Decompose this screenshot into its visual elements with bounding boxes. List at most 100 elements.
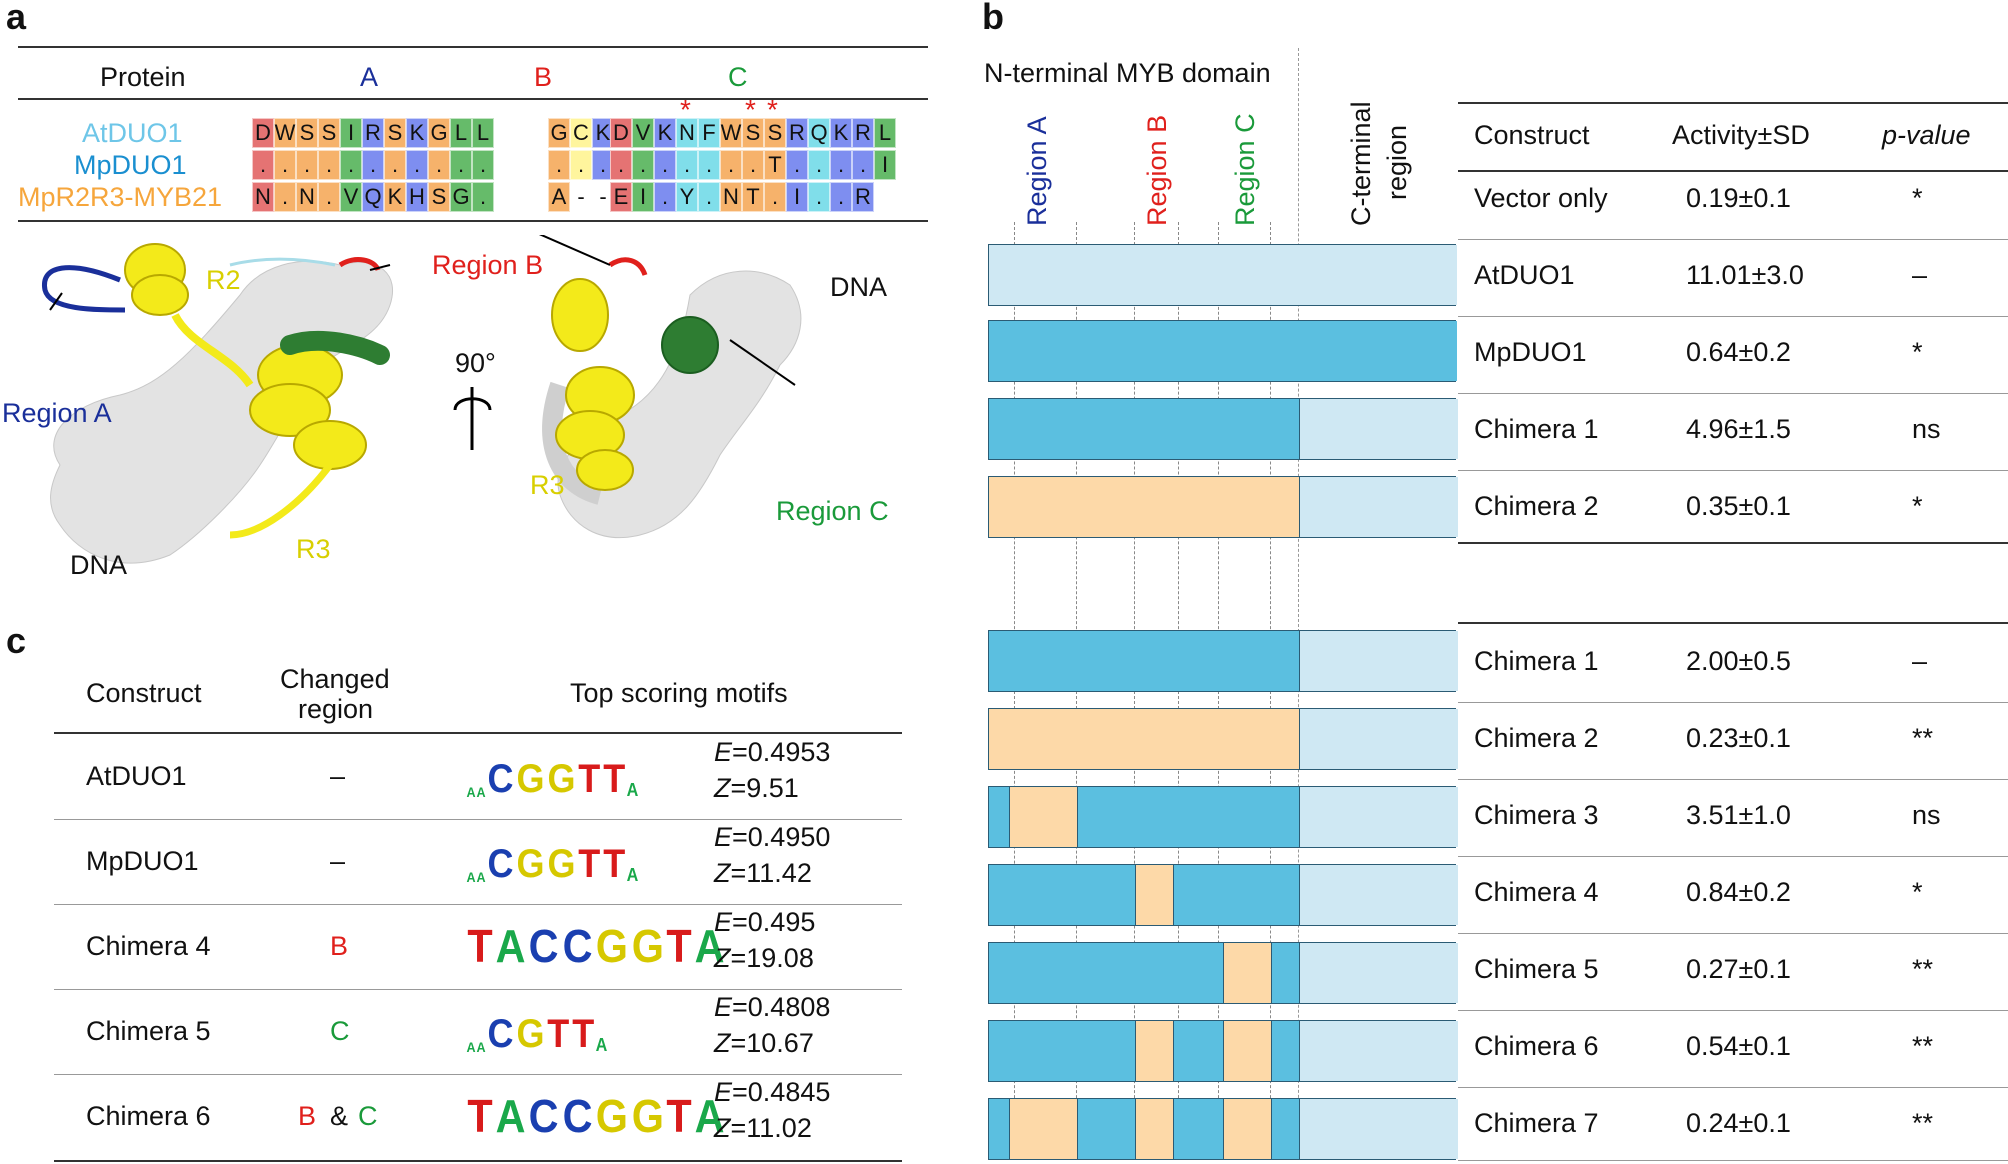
c-rule-top: [54, 732, 902, 734]
p-value: *: [1912, 491, 1923, 521]
p-value: *: [1912, 183, 1923, 213]
construct-name: Chimera 6: [86, 1101, 211, 1131]
alignment-residue: Y: [676, 182, 698, 212]
alignment-residue: Q: [362, 182, 384, 212]
logo-letter: G: [547, 842, 576, 886]
e-value: E=0.4953: [714, 737, 831, 767]
alignment-residue: .: [698, 150, 720, 180]
group-separator: [1458, 542, 2008, 544]
activity-value: 0.64±0.2: [1686, 337, 1791, 367]
construct-bar: [988, 1098, 1458, 1160]
construct-name: Chimera 1: [1474, 646, 1599, 676]
alignment-residue: .: [318, 182, 340, 212]
p-value: **: [1912, 723, 1934, 753]
p-value: **: [1912, 1031, 1934, 1061]
alignment-residue: Q: [808, 118, 830, 148]
logo-letter: A: [695, 1090, 726, 1142]
row-divider: [1458, 1160, 2008, 1161]
activity-value: 0.84±0.2: [1686, 877, 1791, 907]
star-marker-3: *: [767, 94, 778, 125]
bar-segment: [1077, 1099, 1136, 1159]
construct-name: Chimera 2: [1474, 723, 1599, 753]
header-region-b: B: [534, 62, 553, 92]
alignment-residue: .: [808, 150, 830, 180]
alignment-residue: W: [274, 118, 296, 148]
alignment-residue: .: [252, 150, 274, 180]
bar-segment: [989, 943, 1223, 1003]
alignment-residue: .: [830, 182, 852, 212]
bar-segment: [1299, 943, 1458, 1003]
alignment-residue: N: [252, 182, 274, 212]
alignment-residue: I: [874, 150, 896, 180]
bar-segment: [989, 477, 1299, 537]
protein-name-mpduo1: MpDUO1: [74, 150, 187, 180]
region-a-label: Region A: [1022, 116, 1052, 226]
changed-region: –: [330, 761, 346, 791]
bar-segment: [989, 1021, 1135, 1081]
logo-letter: A: [466, 1039, 476, 1055]
logo-letter: C: [487, 757, 514, 801]
z-score: Z=11.02: [714, 1113, 812, 1143]
c-header-motifs: Top scoring motifs: [570, 678, 788, 708]
p-value: *: [1912, 877, 1923, 907]
activity-value: 0.35±0.1: [1686, 491, 1791, 521]
logo-letter: C: [529, 920, 559, 972]
bar-segment: [989, 787, 1009, 847]
alignment-residue: .: [654, 150, 676, 180]
logo-letter: A: [476, 869, 486, 885]
z-score: Z=11.42: [714, 858, 812, 888]
label-r3-right: R3: [530, 470, 565, 500]
logo-letter: T: [467, 920, 493, 972]
label-region-c: Region C: [776, 496, 889, 526]
alignment-residue: K: [406, 118, 428, 148]
alignment-residue: .: [698, 182, 720, 212]
bar-segment: [1077, 787, 1300, 847]
row-divider: [1458, 1087, 2008, 1088]
row-divider: [1458, 1010, 2008, 1011]
logo-letter: A: [495, 920, 526, 972]
row-divider: [1458, 779, 2008, 780]
bar-segment: [1299, 865, 1458, 925]
alignment-residue: .: [406, 150, 428, 180]
activity-value: 0.27±0.1: [1686, 954, 1791, 984]
region-c-helix-right: [661, 316, 719, 374]
alignment-residue: .: [764, 182, 786, 212]
construct-bar: [988, 942, 1458, 1004]
bar-segment: [1271, 1021, 1300, 1081]
row-divider: [1458, 316, 2008, 317]
construct-name: Chimera 2: [1474, 491, 1599, 521]
row-divider: [54, 819, 902, 820]
construct-name: AtDUO1: [1474, 260, 1575, 290]
header-protein: Protein: [100, 62, 186, 92]
construct-bar: [988, 786, 1458, 848]
bar-segment: [1299, 709, 1458, 769]
construct-name: Chimera 4: [86, 931, 211, 961]
alignment-residue: E: [610, 182, 632, 212]
logo-letter: A: [626, 865, 639, 885]
e-value: E=0.4808: [714, 992, 831, 1022]
e-value: E=0.4845: [714, 1077, 831, 1107]
alignment-residue: N: [296, 182, 318, 212]
alignment-residue: .: [654, 182, 676, 212]
alignment-residue: N: [676, 118, 698, 148]
z-score: Z=19.08: [714, 943, 814, 973]
alignment-residue: .: [274, 182, 296, 212]
alignment-residue: K: [830, 118, 852, 148]
construct-name: Chimera 4: [1474, 877, 1599, 907]
construct-bar: [988, 630, 1458, 692]
b-rule-mid: [1458, 170, 2008, 172]
alignment-residue: .: [548, 150, 570, 180]
header-region-a: A: [360, 62, 379, 92]
alignment-residue: W: [720, 118, 742, 148]
alignment-residue: S: [384, 118, 406, 148]
changed-region: C: [330, 1016, 350, 1046]
panel-label-b: b: [982, 0, 1004, 37]
alignment-residue: F: [698, 118, 720, 148]
construct-bar: [988, 320, 1457, 382]
activity-value: 11.01±3.0: [1686, 260, 1804, 290]
logo-letter: G: [595, 1090, 628, 1142]
activity-value: 0.19±0.1: [1686, 183, 1791, 213]
table-rule-mid: [18, 98, 928, 100]
alignment-residue: D: [252, 118, 274, 148]
